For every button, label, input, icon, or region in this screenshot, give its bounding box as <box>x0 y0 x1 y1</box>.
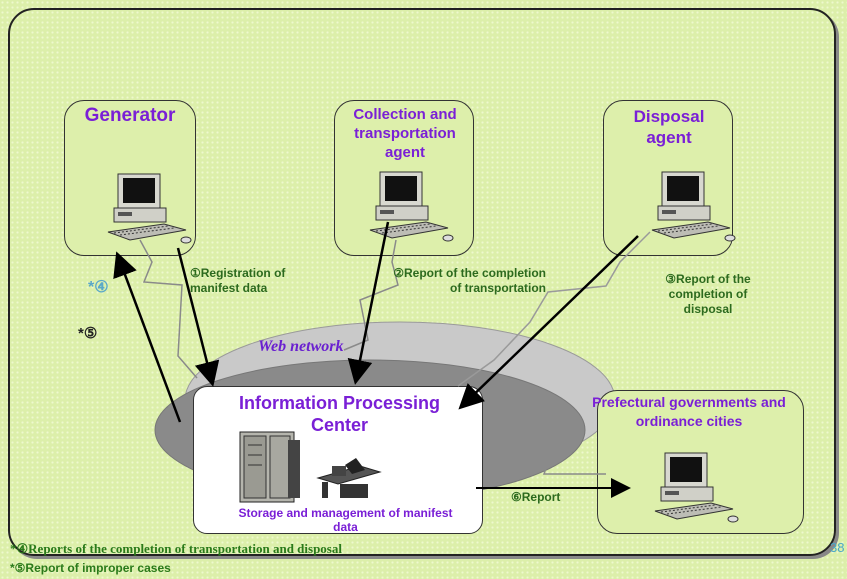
page-number: 38 <box>830 540 845 555</box>
arrow-disposal-report <box>458 235 639 410</box>
step-3-label: ③Report of the completion of disposal <box>665 272 751 316</box>
footnote-5: *⑤Report of improper cases <box>10 561 171 575</box>
network-link-generator <box>139 239 198 379</box>
center-label: Information Processing Center <box>238 393 441 435</box>
diagram-frame <box>8 8 836 556</box>
generator-label: Generator <box>84 105 176 126</box>
prefectural-label: Prefectural governments and ordinance ci… <box>592 394 786 429</box>
network-link-prefectural <box>486 461 606 475</box>
center-caption: Storage and management of manifest data <box>238 506 453 534</box>
disposal-label: Disposal agent <box>633 107 705 147</box>
footnote-4: *④Reports of the completion of transport… <box>10 541 342 556</box>
arrow-notify-generator <box>113 251 182 423</box>
step-1-label: ①Registration of manifest data <box>190 266 286 295</box>
step-2-label: ②Report of the completion of transportat… <box>393 266 546 295</box>
arrow-transport-report <box>347 221 390 385</box>
arrow-registration <box>176 247 220 387</box>
workstation-desk-icon <box>316 458 382 498</box>
step-4-label: *④ <box>88 279 109 296</box>
network-link-disposal <box>457 231 651 387</box>
collection-label: Collection and transportation agent <box>353 106 457 161</box>
step-6-label: ⑥Report <box>511 490 561 504</box>
web-network-label: Web network <box>258 338 344 355</box>
server-rack-icon <box>239 431 300 503</box>
step-5-label: *⑤ <box>78 325 98 342</box>
